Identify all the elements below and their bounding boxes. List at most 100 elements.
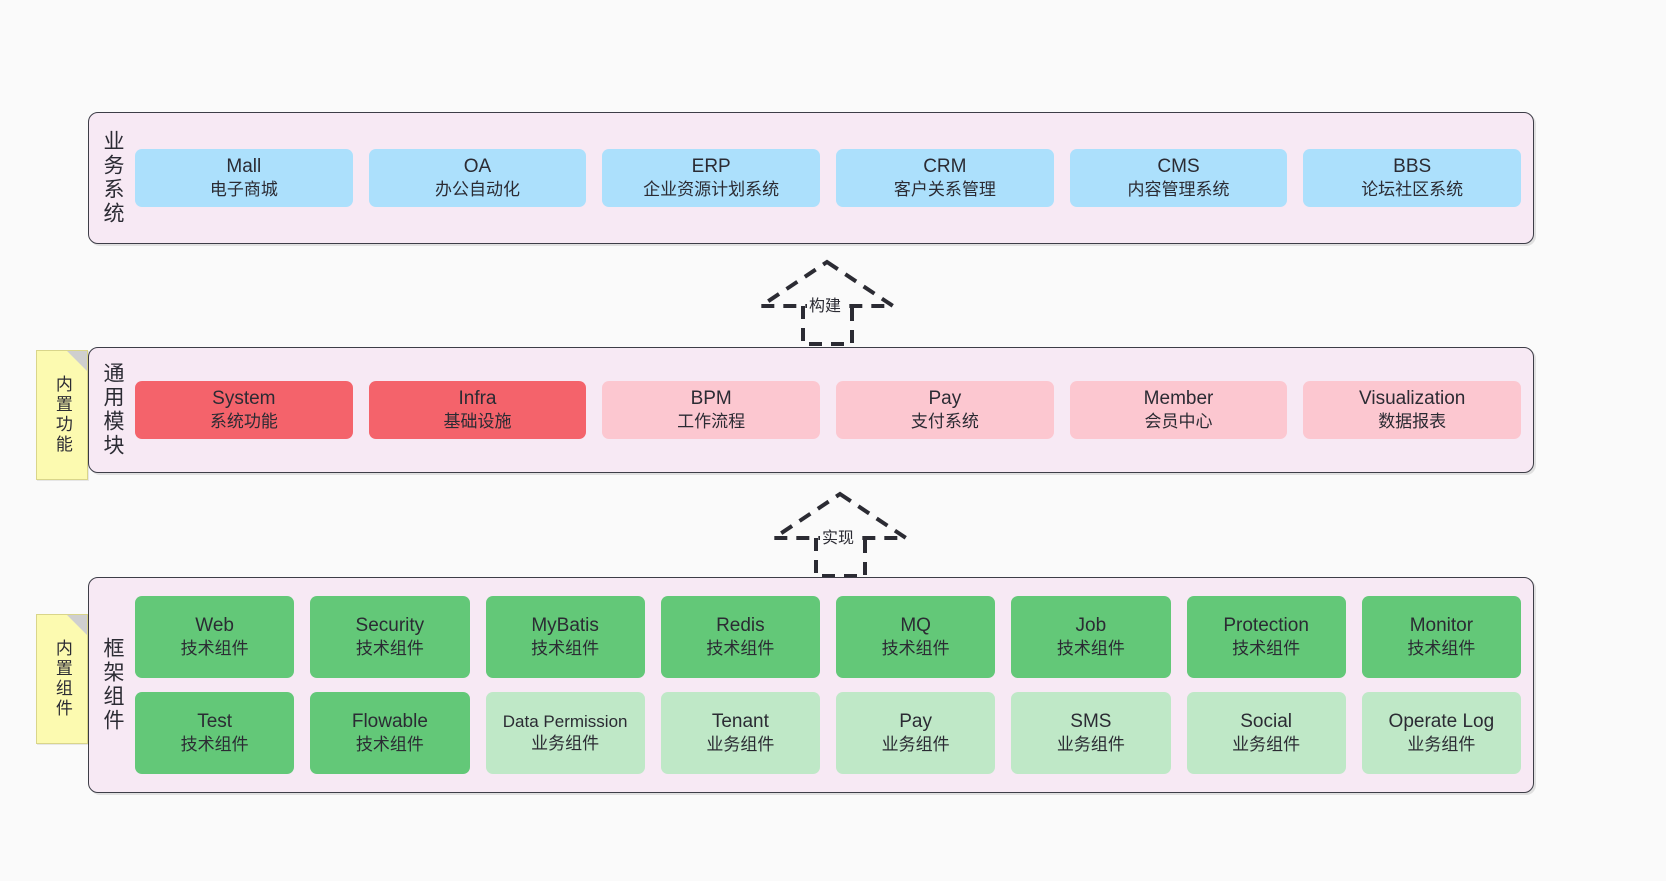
card-system-name: System bbox=[212, 387, 276, 409]
layer-framework-components-title: 框架组件 bbox=[101, 637, 125, 733]
layer-business-system: 业务系统 Mall 电子商城 OA 办公自动化 ERP 企业资源计划系统 CRM bbox=[88, 112, 1534, 244]
card-job[interactable]: Job 技术组件 bbox=[1011, 596, 1171, 678]
card-social-name: Social bbox=[1240, 710, 1292, 732]
card-visualization-desc: 数据报表 bbox=[1378, 412, 1447, 432]
card-redis[interactable]: Redis 技术组件 bbox=[660, 596, 820, 678]
card-mq-name: MQ bbox=[900, 614, 931, 636]
card-bpm[interactable]: BPM 工作流程 bbox=[602, 380, 821, 440]
card-security-name: Security bbox=[355, 614, 425, 636]
arrowhead-build bbox=[755, 259, 900, 308]
card-system-desc: 系统功能 bbox=[209, 412, 278, 432]
layer-common-modules: 通用模块 System 系统功能 Infra 基础设施 BPM 工作流程 Pay bbox=[88, 347, 1534, 473]
card-mybatis-name: MyBatis bbox=[531, 614, 599, 636]
note-builtin-component: 内置组件 bbox=[36, 614, 88, 744]
card-operate-log-desc: 业务组件 bbox=[1407, 735, 1476, 755]
card-oa-desc: 办公自动化 bbox=[435, 180, 520, 200]
card-sms-desc: 业务组件 bbox=[1056, 735, 1125, 755]
card-sms[interactable]: SMS 业务组件 bbox=[1011, 692, 1171, 774]
note-builtin-function: 内置功能 bbox=[36, 350, 88, 480]
card-job-desc: 技术组件 bbox=[1056, 639, 1125, 659]
card-pay-module-desc: 支付系统 bbox=[910, 412, 979, 432]
connector-build: 构建 bbox=[755, 256, 900, 348]
card-security-desc: 技术组件 bbox=[355, 639, 424, 659]
card-erp[interactable]: ERP 企业资源计划系统 bbox=[602, 148, 821, 208]
card-member-desc: 会员中心 bbox=[1144, 412, 1213, 432]
layer-common-modules-title: 通用模块 bbox=[101, 362, 125, 458]
card-test-desc: 技术组件 bbox=[180, 735, 249, 755]
card-infra-name: Infra bbox=[458, 387, 497, 409]
layer-common-modules-body: System 系统功能 Infra 基础设施 BPM 工作流程 Pay 支付系统… bbox=[135, 348, 1533, 472]
card-mybatis[interactable]: MyBatis 技术组件 bbox=[485, 596, 645, 678]
card-mall[interactable]: Mall 电子商城 bbox=[135, 148, 353, 208]
card-bpm-desc: 工作流程 bbox=[677, 412, 746, 432]
arrowhead-implement bbox=[768, 491, 913, 540]
card-redis-name: Redis bbox=[716, 614, 765, 636]
card-tenant-name: Tenant bbox=[711, 710, 769, 732]
card-monitor-desc: 技术组件 bbox=[1407, 639, 1476, 659]
card-oa-name: OA bbox=[463, 155, 492, 177]
card-redis-desc: 技术组件 bbox=[706, 639, 775, 659]
card-bbs[interactable]: BBS 论坛社区系统 bbox=[1303, 148, 1522, 208]
card-operate-log[interactable]: Operate Log 业务组件 bbox=[1361, 692, 1521, 774]
card-crm-desc: 客户关系管理 bbox=[893, 180, 996, 200]
card-web[interactable]: Web 技术组件 bbox=[135, 596, 295, 678]
card-data-permission-desc: 业务组件 bbox=[531, 734, 600, 753]
note-fold-icon bbox=[67, 615, 87, 635]
layer-business-system-body: Mall 电子商城 OA 办公自动化 ERP 企业资源计划系统 CRM 客户关系… bbox=[135, 113, 1533, 243]
card-visualization-name: Visualization bbox=[1359, 387, 1466, 409]
card-test[interactable]: Test 技术组件 bbox=[135, 692, 295, 774]
card-test-name: Test bbox=[197, 710, 233, 732]
card-cms[interactable]: CMS 内容管理系统 bbox=[1069, 148, 1288, 208]
card-tenant[interactable]: Tenant 业务组件 bbox=[660, 692, 820, 774]
card-pay-module[interactable]: Pay 支付系统 bbox=[836, 380, 1054, 440]
card-mq-desc: 技术组件 bbox=[881, 639, 950, 659]
connector-build-label: 构建 bbox=[807, 292, 844, 316]
layer-framework-components-body: Web 技术组件 Security 技术组件 MyBatis 技术组件 Redi… bbox=[135, 578, 1533, 792]
card-flowable[interactable]: Flowable 技术组件 bbox=[310, 692, 470, 774]
note-builtin-function-text: 内置功能 bbox=[52, 375, 72, 455]
business-card-row: Mall 电子商城 OA 办公自动化 ERP 企业资源计划系统 CRM 客户关系… bbox=[135, 148, 1522, 208]
card-member-name: Member bbox=[1143, 387, 1214, 409]
card-job-name: Job bbox=[1075, 614, 1107, 636]
card-flowable-name: Flowable bbox=[351, 710, 428, 732]
card-pay-component-desc: 业务组件 bbox=[881, 735, 950, 755]
framework-row-business: Test 技术组件 Flowable 技术组件 Data Permission … bbox=[135, 692, 1521, 774]
card-monitor-name: Monitor bbox=[1409, 614, 1474, 636]
card-oa[interactable]: OA 办公自动化 bbox=[368, 148, 587, 208]
card-protection-desc: 技术组件 bbox=[1232, 639, 1301, 659]
card-social[interactable]: Social 业务组件 bbox=[1186, 692, 1346, 774]
card-data-permission[interactable]: Data Permission 业务组件 bbox=[485, 692, 645, 774]
card-member[interactable]: Member 会员中心 bbox=[1069, 380, 1288, 440]
card-mall-name: Mall bbox=[226, 155, 262, 177]
card-pay-module-name: Pay bbox=[928, 387, 962, 409]
card-security[interactable]: Security 技术组件 bbox=[310, 596, 470, 678]
card-protection[interactable]: Protection 技术组件 bbox=[1186, 596, 1346, 678]
card-social-desc: 业务组件 bbox=[1232, 735, 1301, 755]
connector-implement-label: 实现 bbox=[820, 524, 857, 548]
card-mall-desc: 电子商城 bbox=[209, 180, 278, 200]
card-bbs-desc: 论坛社区系统 bbox=[1361, 180, 1464, 200]
card-monitor[interactable]: Monitor 技术组件 bbox=[1361, 596, 1521, 678]
card-cms-desc: 内容管理系统 bbox=[1127, 180, 1230, 200]
module-card-row: System 系统功能 Infra 基础设施 BPM 工作流程 Pay 支付系统… bbox=[135, 380, 1522, 440]
card-pay-component[interactable]: Pay 业务组件 bbox=[836, 692, 996, 774]
note-fold-icon bbox=[67, 351, 87, 371]
card-flowable-desc: 技术组件 bbox=[355, 735, 424, 755]
card-crm-name: CRM bbox=[923, 155, 967, 177]
card-system[interactable]: System 系统功能 bbox=[135, 380, 353, 440]
card-sms-name: SMS bbox=[1070, 710, 1112, 732]
card-erp-desc: 企业资源计划系统 bbox=[643, 180, 780, 200]
card-pay-component-name: Pay bbox=[899, 710, 932, 732]
card-mq[interactable]: MQ 技术组件 bbox=[836, 596, 996, 678]
card-cms-name: CMS bbox=[1157, 155, 1200, 177]
card-infra[interactable]: Infra 基础设施 bbox=[368, 380, 587, 440]
card-tenant-desc: 业务组件 bbox=[706, 735, 775, 755]
layer-business-system-title: 业务系统 bbox=[101, 130, 125, 226]
card-mybatis-desc: 技术组件 bbox=[531, 639, 600, 659]
framework-row-tech: Web 技术组件 Security 技术组件 MyBatis 技术组件 Redi… bbox=[135, 596, 1521, 678]
card-infra-desc: 基础设施 bbox=[443, 412, 512, 432]
card-visualization[interactable]: Visualization 数据报表 bbox=[1303, 380, 1522, 440]
card-crm[interactable]: CRM 客户关系管理 bbox=[836, 148, 1054, 208]
layer-framework-components: 框架组件 Web 技术组件 Security 技术组件 MyBatis 技术组件… bbox=[88, 577, 1534, 793]
